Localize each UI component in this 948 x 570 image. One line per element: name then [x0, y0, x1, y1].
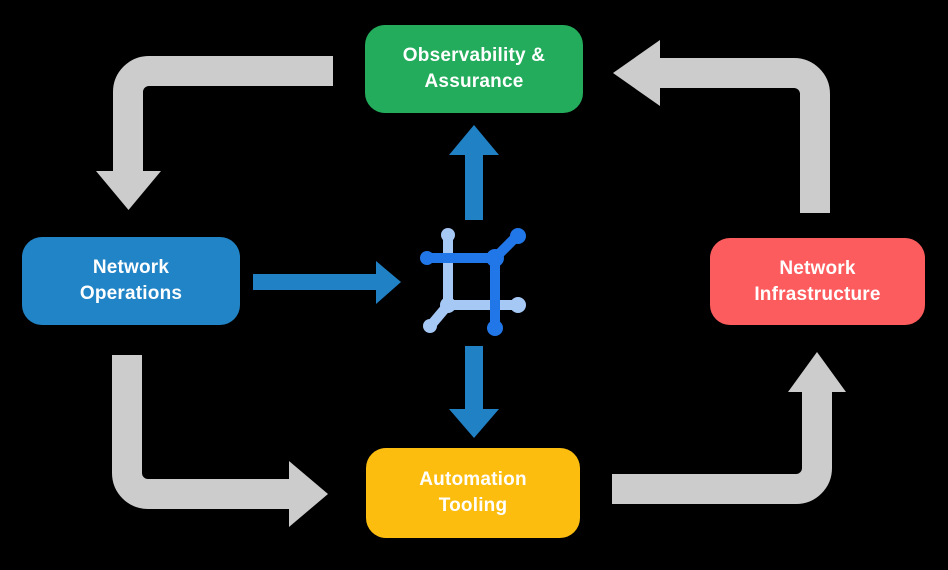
arrow-observability-to-operations	[96, 56, 333, 210]
node-network-operations: Network Operations	[22, 237, 240, 325]
node-label-line: Network	[92, 257, 170, 279]
arrow-elbow	[113, 56, 333, 172]
arrow-operations-to-center	[253, 261, 401, 304]
icon-node-left	[420, 251, 434, 265]
arrowhead-up	[788, 352, 846, 392]
arrow-center-to-automation	[449, 346, 499, 438]
arrowhead-down	[449, 409, 499, 438]
arrow-elbow	[660, 58, 830, 213]
node-label-line: Tooling	[438, 495, 508, 516]
node-automation-tooling: Automation Tooling	[366, 448, 580, 538]
node-network-infrastructure: Network Infrastructure	[710, 238, 925, 325]
icon-node-right	[510, 297, 526, 313]
arrowhead-down	[96, 171, 161, 210]
icon-node-top	[441, 228, 455, 242]
arrow-elbow	[612, 391, 832, 504]
arrow-infrastructure-to-observability	[613, 40, 830, 213]
network-mesh-icon	[420, 228, 526, 336]
arrow-operations-to-automation	[112, 355, 328, 527]
icon-node-bottom	[487, 320, 503, 336]
node-label-line: Operations	[79, 283, 183, 304]
icon-junction-bl	[440, 297, 456, 313]
node-label-line: Assurance	[424, 71, 524, 92]
icon-node-top-right	[510, 228, 526, 244]
node-label-line: Automation	[419, 469, 527, 491]
node-label-line: Observability &	[402, 45, 546, 67]
arrow-elbow	[112, 355, 291, 509]
arrowhead-right	[289, 461, 328, 527]
icon-junction-tr	[486, 249, 504, 267]
node-label-line: Network	[779, 257, 856, 279]
arrow-center-to-observability	[449, 125, 499, 220]
arrowhead-right	[376, 261, 401, 304]
node-observability-assurance: Observability & Assurance	[365, 25, 583, 113]
arrowhead-up	[449, 125, 499, 155]
icon-node-bottom-left	[423, 319, 437, 333]
node-label-line: Infrastructure	[754, 283, 881, 305]
arrowhead-left	[613, 40, 660, 106]
arrow-automation-to-infrastructure	[612, 352, 846, 504]
